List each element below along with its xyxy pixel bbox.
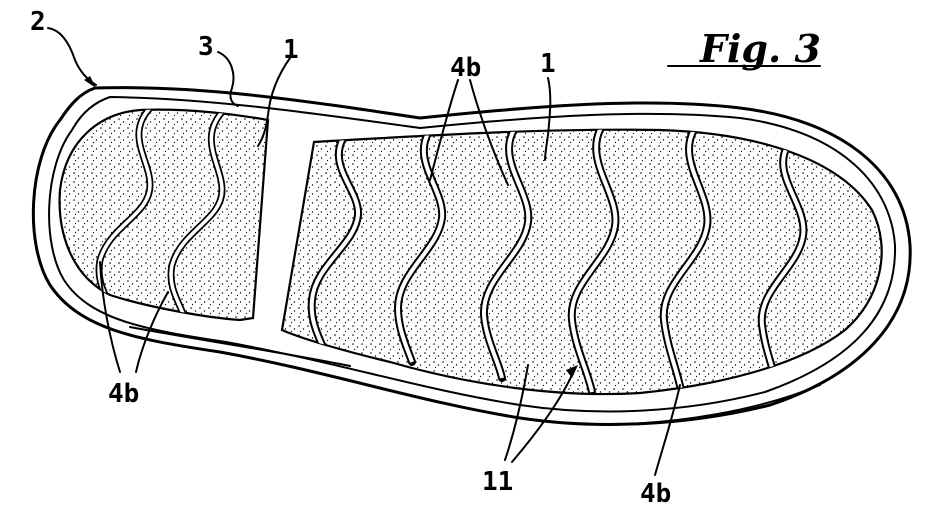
leader-3: [217, 51, 239, 107]
sole-inner-rim: [48, 96, 897, 413]
ref-2: 2: [30, 7, 46, 37]
leader-11-arrowhead: [566, 365, 578, 378]
ref-1-forefoot: 1: [540, 49, 556, 79]
sole-bottom-edge-line: [129, 326, 351, 367]
leader-lines: [47, 27, 681, 476]
leader-2-arrowhead: [84, 76, 96, 88]
leader-4b-bl-b: [135, 291, 169, 373]
sole-bottom-edge-line-2: [599, 384, 821, 426]
figure-label: Fig. 3: [699, 26, 821, 71]
leader-4b-top-a: [429, 79, 459, 181]
heel-zone: [58, 108, 270, 322]
forefoot-zone: [280, 128, 883, 396]
ref-4b-bottom-left: 4b: [108, 379, 139, 409]
ref-11: 11: [482, 467, 513, 497]
leader-2: [47, 27, 97, 86]
leader-1-heel: [257, 57, 291, 147]
leader-4b-top-b: [469, 79, 509, 186]
ref-1-heel: 1: [283, 35, 299, 65]
leader-4b-bl-a: [99, 261, 121, 373]
leader-4b-br: [654, 384, 681, 476]
sole-outer-edge: [31, 86, 912, 426]
forefoot-wave-channels: [307, 129, 808, 395]
leader-11-a: [504, 364, 529, 461]
leader-11-b: [511, 374, 573, 463]
ref-3: 3: [198, 32, 214, 62]
heel-zone-fill: [58, 108, 270, 322]
leader-1-forefoot: [544, 77, 552, 161]
ref-4b-top: 4b: [450, 53, 481, 83]
ref-4b-bottom-right: 4b: [640, 479, 671, 509]
